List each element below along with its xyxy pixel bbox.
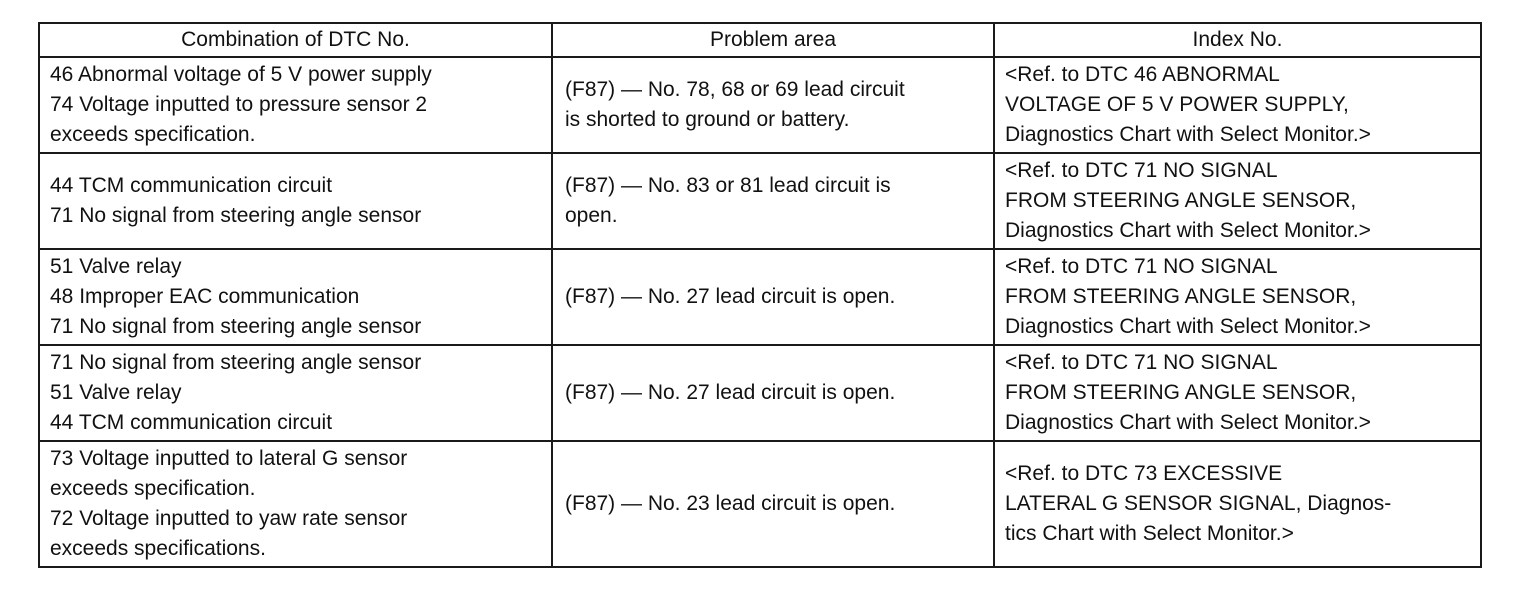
combination-line: 72 Voltage inputted to yaw rate sensor: [50, 507, 408, 530]
index-line: Diagnostics Chart with Select Monitor.>: [1005, 411, 1371, 434]
index-line: LATERAL G SENSOR SIGNAL, Diagnos-: [1005, 492, 1392, 515]
column-header-problem-area: Problem area: [551, 22, 995, 58]
index-line: Diagnostics Chart with Select Monitor.>: [1005, 315, 1371, 338]
combination-line: 51 Valve relay: [50, 255, 182, 278]
combination-line: 48 Improper EAC communication: [50, 285, 360, 308]
problem-line: (F87) — No. 78, 68 or 69 lead circuit: [565, 78, 905, 101]
problem-line: (F87) — No. 27 lead circuit is open.: [565, 381, 896, 404]
problem-area-cell: (F87) — No. 27 lead circuit is open.: [551, 344, 995, 442]
problem-area-cell: (F87) — No. 27 lead circuit is open.: [551, 248, 995, 346]
table-row: 51 Valve relay 48 Improper EAC communica…: [38, 248, 1482, 346]
problem-line: (F87) — No. 23 lead circuit is open.: [565, 492, 896, 515]
combination-line: 44 TCM communication circuit: [50, 174, 333, 197]
index-line: Diagnostics Chart with Select Monitor.>: [1005, 123, 1371, 146]
combination-line: 74 Voltage inputted to pressure sensor 2: [50, 93, 428, 116]
index-line: tics Chart with Select Monitor.>: [1005, 522, 1294, 545]
combination-line: 71 No signal from steering angle sensor: [50, 204, 422, 227]
index-cell: <Ref. to DTC 46 ABNORMAL VOLTAGE OF 5 V …: [993, 56, 1482, 154]
column-header-index-no: Index No.: [993, 22, 1482, 58]
problem-area-cell: (F87) — No. 78, 68 or 69 lead circuit is…: [551, 56, 995, 154]
combination-line: exceeds specification.: [50, 477, 256, 500]
table-header-row: Combination of DTC No. Problem area Inde…: [38, 22, 1482, 58]
combination-cell: 44 TCM communication circuit 71 No signa…: [38, 152, 553, 250]
problem-line: (F87) — No. 27 lead circuit is open.: [565, 285, 896, 308]
combination-cell: 46 Abnormal voltage of 5 V power supply …: [38, 56, 553, 154]
combination-line: 71 No signal from steering angle sensor: [50, 315, 422, 338]
problem-line: is shorted to ground or battery.: [565, 108, 850, 131]
combination-cell: 73 Voltage inputted to lateral G sensor …: [38, 440, 553, 568]
index-line: FROM STEERING ANGLE SENSOR,: [1005, 285, 1357, 308]
index-line: <Ref. to DTC 73 EXCESSIVE: [1005, 462, 1283, 485]
combination-line: 71 No signal from steering angle sensor: [50, 351, 422, 374]
index-line: <Ref. to DTC 71 NO SIGNAL: [1005, 351, 1278, 374]
index-line: VOLTAGE OF 5 V POWER SUPPLY,: [1005, 93, 1349, 116]
combination-cell: 51 Valve relay 48 Improper EAC communica…: [38, 248, 553, 346]
table-row: 44 TCM communication circuit 71 No signa…: [38, 152, 1482, 250]
index-cell: <Ref. to DTC 71 NO SIGNAL FROM STEERING …: [993, 248, 1482, 346]
table-row: 71 No signal from steering angle sensor …: [38, 344, 1482, 442]
index-line: <Ref. to DTC 46 ABNORMAL: [1005, 63, 1280, 86]
index-cell: <Ref. to DTC 71 NO SIGNAL FROM STEERING …: [993, 344, 1482, 442]
problem-area-cell: (F87) — No. 23 lead circuit is open.: [551, 440, 995, 568]
table-row: 46 Abnormal voltage of 5 V power supply …: [38, 56, 1482, 154]
index-cell: <Ref. to DTC 73 EXCESSIVE LATERAL G SENS…: [993, 440, 1482, 568]
table-row: 73 Voltage inputted to lateral G sensor …: [38, 440, 1482, 568]
combination-line: 73 Voltage inputted to lateral G sensor: [50, 447, 408, 470]
problem-line: open.: [565, 204, 618, 227]
index-line: FROM STEERING ANGLE SENSOR,: [1005, 381, 1357, 404]
problem-line: (F87) — No. 83 or 81 lead circuit is: [565, 174, 891, 197]
combination-line: exceeds specifications.: [50, 537, 266, 560]
combination-line: 51 Valve relay: [50, 381, 182, 404]
index-line: Diagnostics Chart with Select Monitor.>: [1005, 219, 1371, 242]
combination-cell: 71 No signal from steering angle sensor …: [38, 344, 553, 442]
index-line: <Ref. to DTC 71 NO SIGNAL: [1005, 159, 1278, 182]
combination-line: 46 Abnormal voltage of 5 V power supply: [50, 63, 432, 86]
combination-line: exceeds specification.: [50, 123, 256, 146]
column-header-combination: Combination of DTC No.: [38, 22, 553, 58]
index-line: FROM STEERING ANGLE SENSOR,: [1005, 189, 1357, 212]
index-line: <Ref. to DTC 71 NO SIGNAL: [1005, 255, 1278, 278]
index-cell: <Ref. to DTC 71 NO SIGNAL FROM STEERING …: [993, 152, 1482, 250]
problem-area-cell: (F87) — No. 83 or 81 lead circuit is ope…: [551, 152, 995, 250]
combination-line: 44 TCM communication circuit: [50, 411, 333, 434]
dtc-combination-table: Combination of DTC No. Problem area Inde…: [38, 22, 1482, 568]
